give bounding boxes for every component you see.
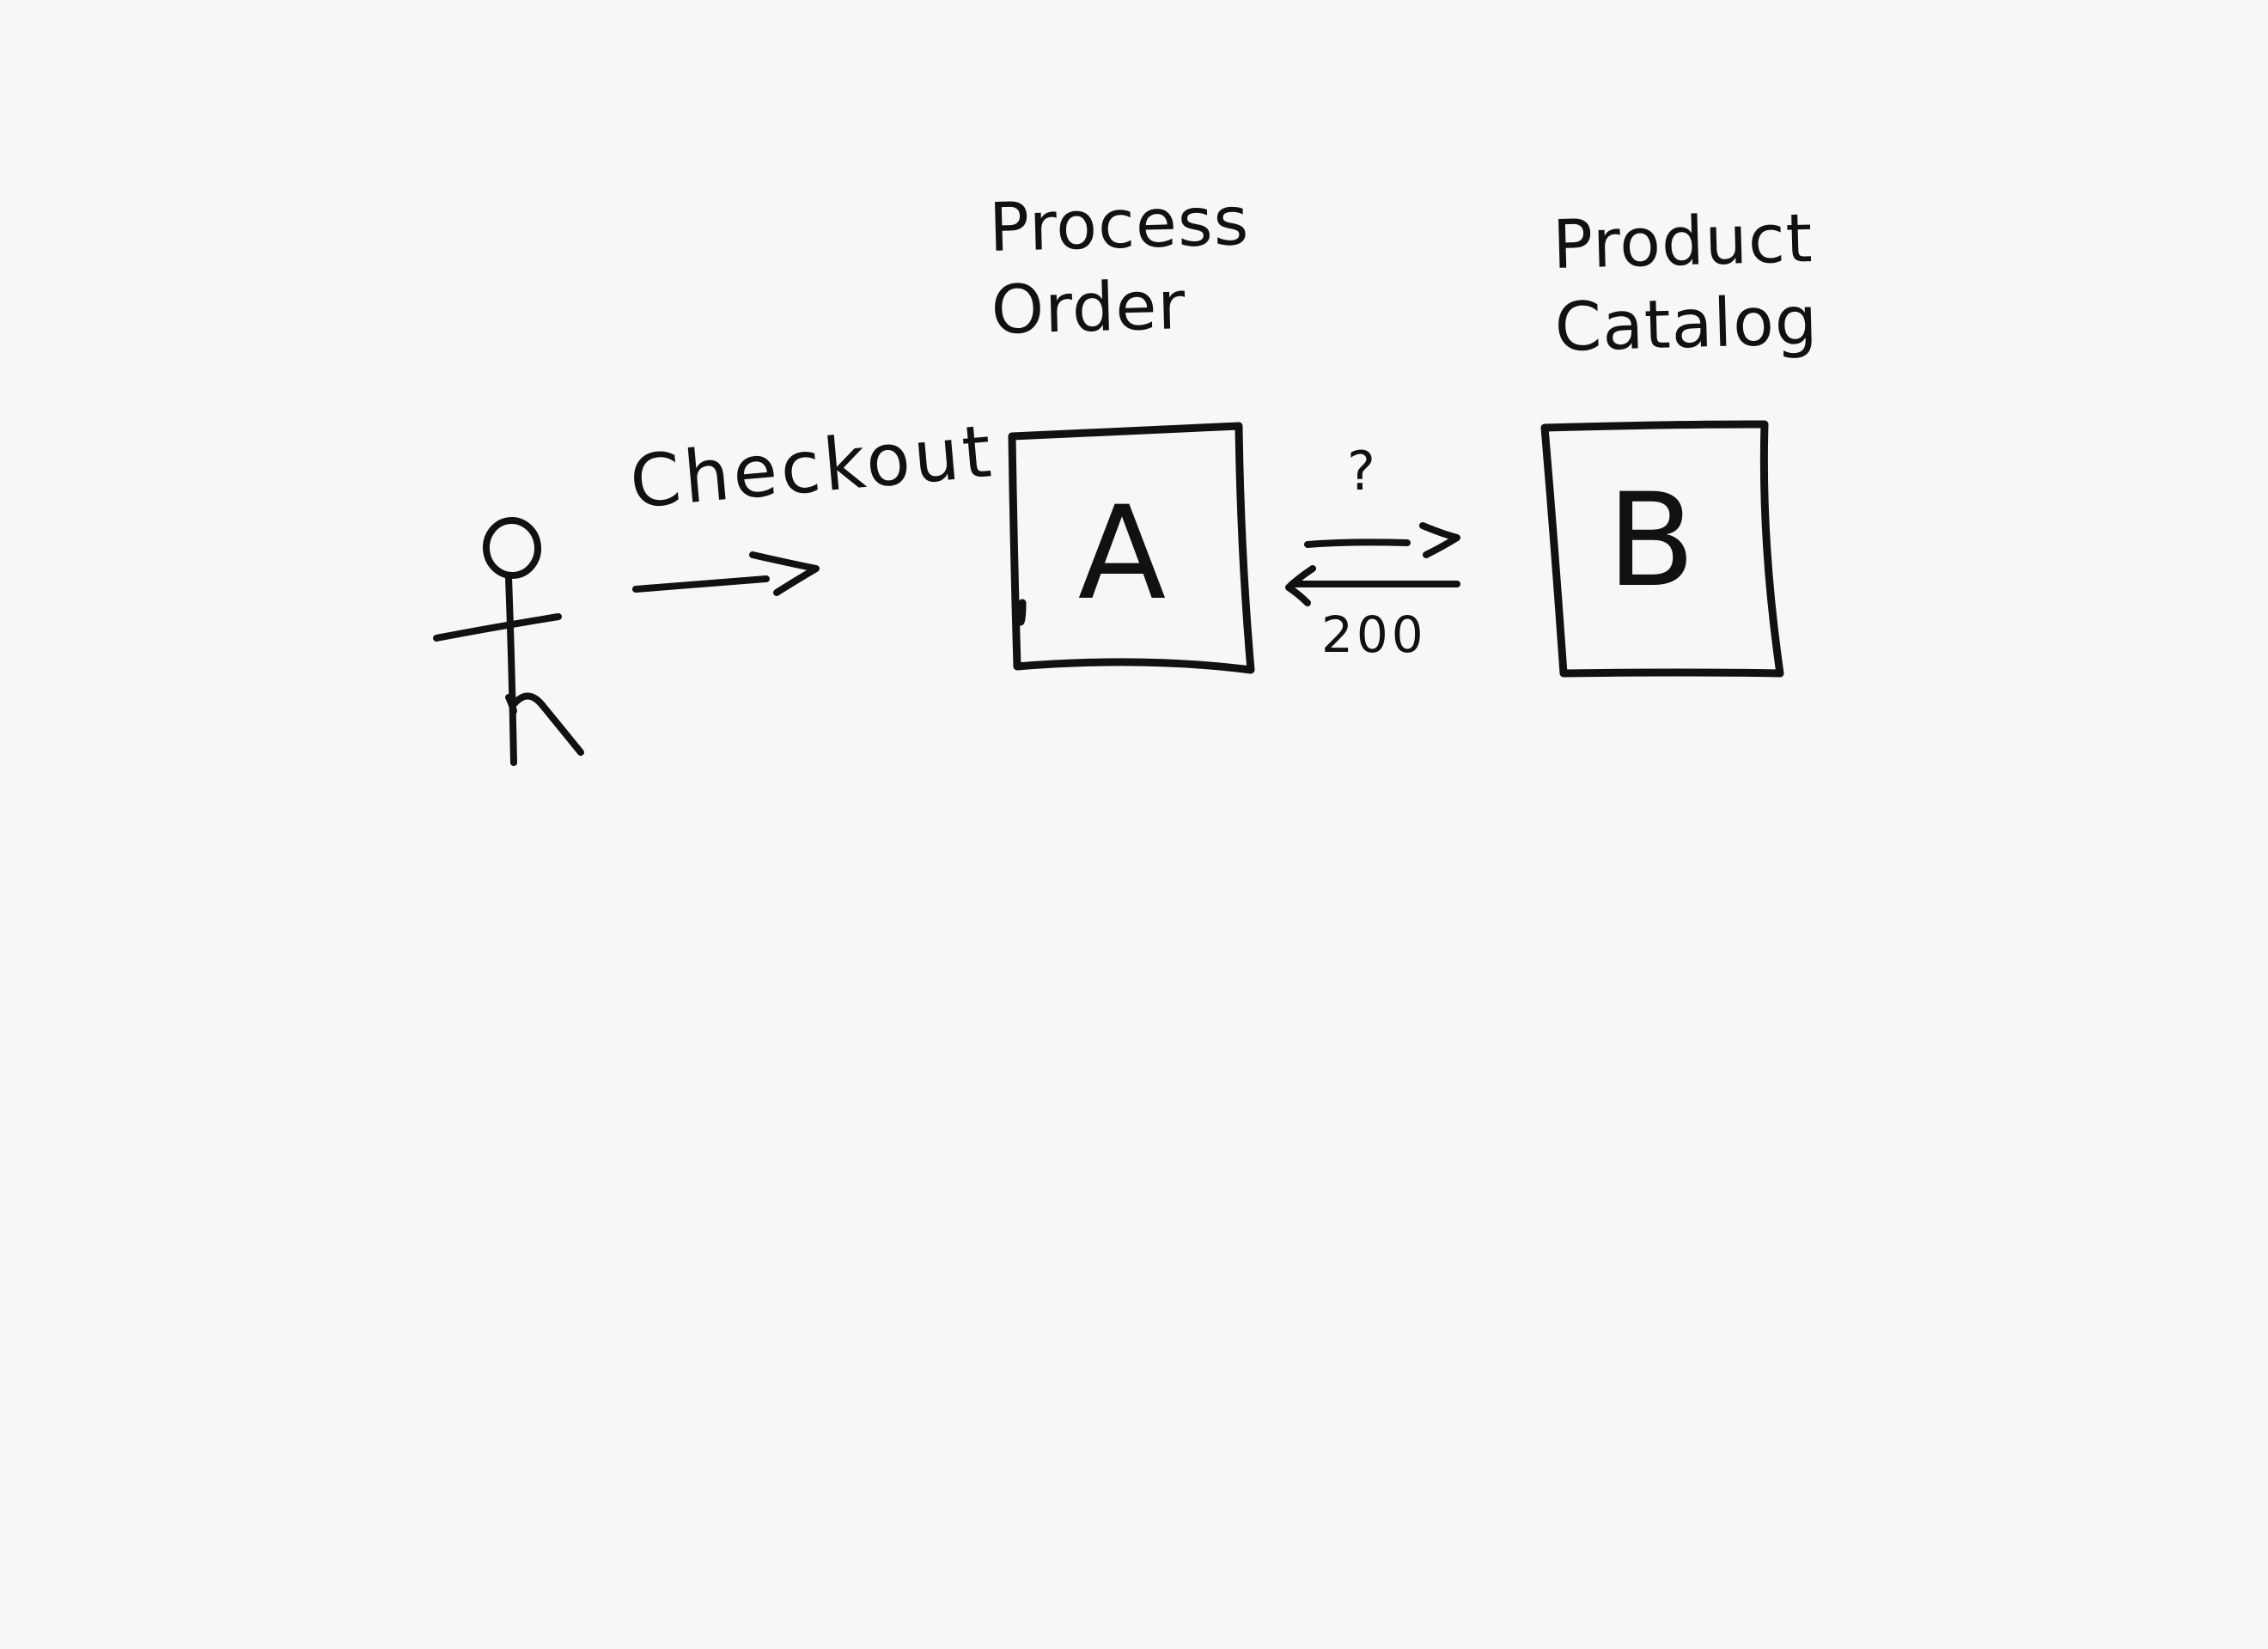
request-label: ? <box>1347 440 1375 502</box>
response-arrow <box>1285 565 1460 606</box>
node-a-title-line2: Order <box>990 267 1187 350</box>
stick-figure-icon <box>433 517 584 766</box>
node-b-title-line1: Product <box>1552 200 1814 284</box>
node-a-title-line1: Process <box>988 183 1251 267</box>
node-a-title: Process Order <box>988 180 1253 352</box>
node-b-letter: B <box>1606 466 1696 616</box>
node-b-title-line2: Catalog <box>1553 282 1820 367</box>
node-box-b <box>1540 420 1784 678</box>
box-a-tick-mark <box>1016 599 1027 626</box>
node-box-a <box>1008 422 1255 674</box>
response-label: 200 <box>1321 605 1427 664</box>
checkout-arrow <box>632 551 820 596</box>
node-b-title: Product Catalog <box>1552 198 1819 369</box>
request-arrow <box>1304 522 1460 558</box>
node-a-letter: A <box>1077 479 1167 629</box>
